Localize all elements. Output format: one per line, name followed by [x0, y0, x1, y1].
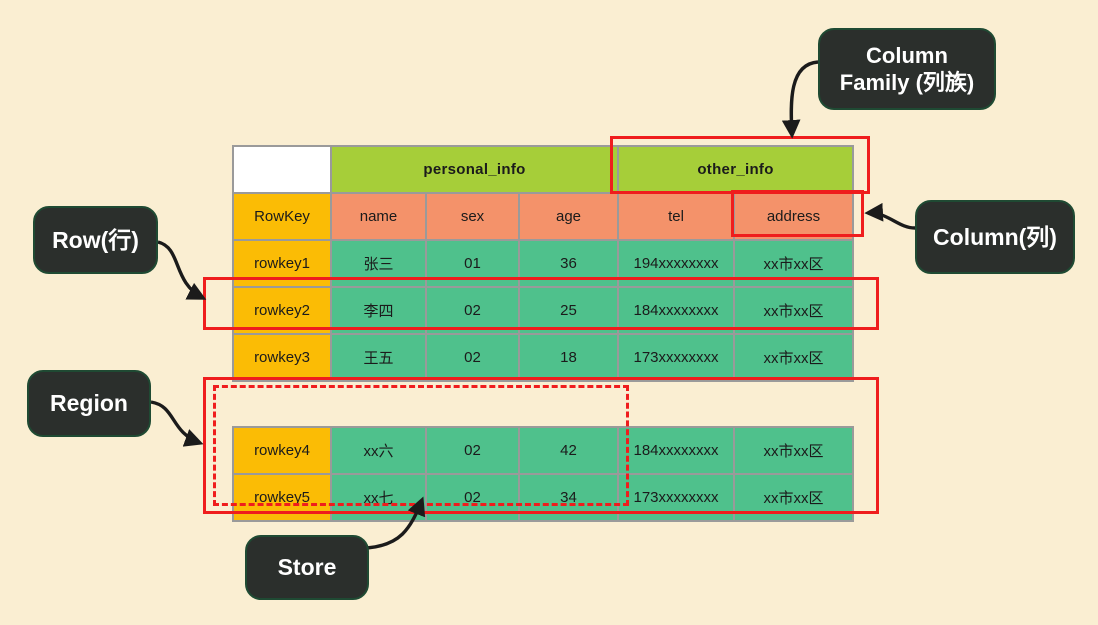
column-family-other-info: other_info	[617, 145, 854, 194]
cell-address: xx市xx区	[733, 286, 854, 335]
table-row: rowkey1 张三 01 36 194xxxxxxxx xx市xx区	[232, 239, 854, 288]
label-row-text: Row(行)	[52, 226, 139, 253]
label-column-family-line2: Family (列族)	[839, 70, 975, 95]
label-column-family-line1: Column	[866, 42, 948, 68]
cell-address: xx市xx区	[733, 426, 854, 475]
column-header-name: name	[330, 192, 427, 241]
label-region-text: Region	[50, 390, 128, 417]
column-header-age: age	[518, 192, 619, 241]
cell-rowkey: rowkey3	[232, 333, 332, 382]
corner-cell	[232, 145, 332, 194]
column-family-header-row: personal_info other_info	[232, 145, 854, 194]
cell-sex: 02	[425, 473, 520, 522]
cell-address: xx市xx区	[733, 239, 854, 288]
cell-tel: 184xxxxxxxx	[617, 426, 735, 475]
label-column: Column(列)	[915, 200, 1075, 274]
hbase-table: personal_info other_info RowKey name sex…	[232, 145, 854, 522]
label-column-family: Column Family (列族)	[818, 28, 996, 110]
label-region: Region	[27, 370, 151, 437]
cell-tel: 194xxxxxxxx	[617, 239, 735, 288]
column-family-personal-info: personal_info	[330, 145, 619, 194]
cell-sex: 02	[425, 286, 520, 335]
label-store: Store	[245, 535, 369, 600]
cell-name: 王五	[330, 333, 427, 382]
cell-age: 42	[518, 426, 619, 475]
cell-tel: 173xxxxxxxx	[617, 473, 735, 522]
arrow-row	[157, 240, 207, 300]
cell-sex: 02	[425, 426, 520, 475]
label-row: Row(行)	[33, 206, 158, 274]
cell-rowkey: rowkey2	[232, 286, 332, 335]
cell-sex: 02	[425, 333, 520, 382]
cell-tel: 184xxxxxxxx	[617, 286, 735, 335]
cell-address: xx市xx区	[733, 473, 854, 522]
cell-name: xx七	[330, 473, 427, 522]
cell-age: 34	[518, 473, 619, 522]
cell-age: 36	[518, 239, 619, 288]
cell-tel: 173xxxxxxxx	[617, 333, 735, 382]
table-row: rowkey4 xx六 02 42 184xxxxxxxx xx市xx区	[232, 426, 854, 475]
column-header-address: address	[733, 192, 854, 241]
cell-sex: 01	[425, 239, 520, 288]
arrow-region	[150, 400, 204, 447]
cell-name: 张三	[330, 239, 427, 288]
cell-rowkey: rowkey5	[232, 473, 332, 522]
column-header-sex: sex	[425, 192, 520, 241]
cell-age: 25	[518, 286, 619, 335]
arrow-column	[864, 202, 916, 230]
column-header-row: RowKey name sex age tel address	[232, 192, 854, 241]
cell-rowkey: rowkey4	[232, 426, 332, 475]
cell-name: xx六	[330, 426, 427, 475]
cell-name: 李四	[330, 286, 427, 335]
cell-age: 18	[518, 333, 619, 382]
label-column-text: Column(列)	[933, 223, 1057, 250]
region-separator	[233, 381, 853, 427]
cell-rowkey: rowkey1	[232, 239, 332, 288]
arrow-column-family	[781, 60, 819, 139]
column-header-rowkey: RowKey	[232, 192, 332, 241]
column-header-tel: tel	[617, 192, 735, 241]
table-row: rowkey2 李四 02 25 184xxxxxxxx xx市xx区	[232, 286, 854, 335]
cell-address: xx市xx区	[733, 333, 854, 382]
table-row: rowkey3 王五 02 18 173xxxxxxxx xx市xx区	[232, 333, 854, 382]
label-store-text: Store	[277, 554, 337, 581]
table-row: rowkey5 xx七 02 34 173xxxxxxxx xx市xx区	[232, 473, 854, 522]
